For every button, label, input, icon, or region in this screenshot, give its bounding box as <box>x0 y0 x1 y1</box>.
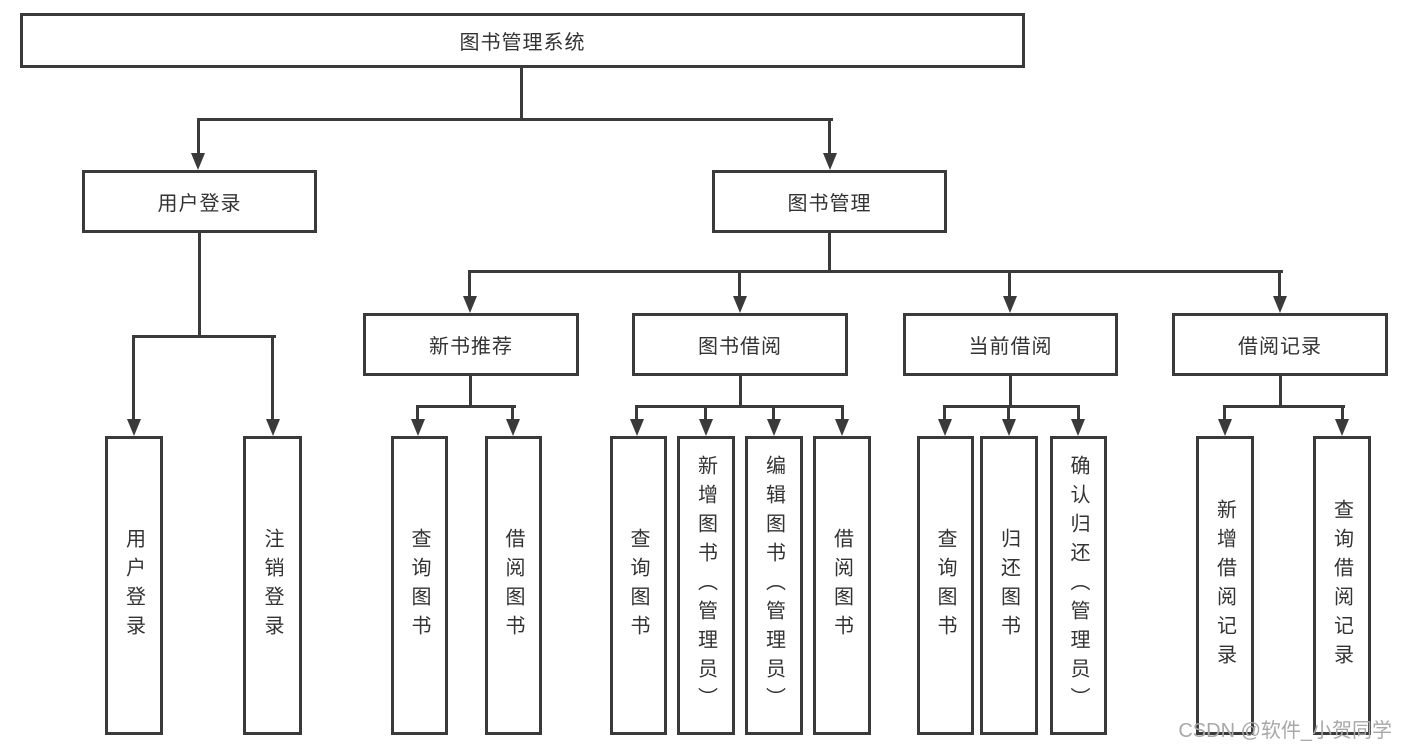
connector-v <box>198 233 201 337</box>
connector-v <box>943 405 946 421</box>
connector-v <box>1007 405 1010 421</box>
arrowhead <box>699 419 713 436</box>
arrowhead <box>823 153 837 170</box>
connector-h <box>943 405 1080 408</box>
connector-v <box>416 405 419 421</box>
leaf-borrow-books-2: 借阅图书 <box>813 436 871 735</box>
connector-h <box>468 270 1283 273</box>
node-root: 图书管理系统 <box>20 13 1025 68</box>
connector-v <box>841 405 844 421</box>
leaf-return-book: 归还图书 <box>980 436 1038 735</box>
connector-v <box>738 270 741 298</box>
connector-v <box>1278 270 1281 298</box>
connector-v <box>1341 405 1344 421</box>
arrowhead <box>411 419 425 436</box>
connector-h <box>416 405 516 408</box>
connector-v <box>1077 405 1080 421</box>
arrowhead <box>1071 419 1085 436</box>
leaf-borrow-books-1: 借阅图书 <box>485 436 542 735</box>
arrowhead <box>506 419 520 436</box>
leaf-confirm-return-admin: 确认归还（管理员） <box>1050 436 1107 735</box>
node-user-login-branch: 用户登录 <box>82 170 317 233</box>
leaf-query-books-3: 查询图书 <box>917 436 974 735</box>
connector-h <box>635 405 844 408</box>
arrowhead <box>1002 419 1016 436</box>
arrowhead <box>1003 296 1017 313</box>
node-book-borrowing: 图书借阅 <box>632 313 848 376</box>
leaf-query-books-1: 查询图书 <box>391 436 448 735</box>
connector-v <box>739 376 742 407</box>
csdn-watermark: CSDN @软件_小贺同学 <box>1178 720 1392 742</box>
connector-v <box>704 405 707 421</box>
node-book-management: 图书管理 <box>712 170 947 233</box>
connector-v <box>1009 376 1012 407</box>
arrowhead <box>191 153 205 170</box>
connector-v <box>271 335 274 421</box>
connector-v <box>520 68 523 120</box>
arrowhead <box>1218 419 1232 436</box>
arrowhead <box>835 419 849 436</box>
connector-v <box>1279 376 1282 407</box>
arrowhead <box>1273 296 1287 313</box>
arrowhead <box>630 419 644 436</box>
connector-h <box>197 118 833 121</box>
node-borrow-records: 借阅记录 <box>1172 313 1388 376</box>
leaf-query-books-2: 查询图书 <box>610 436 667 735</box>
leaf-add-book-admin: 新增图书（管理员） <box>677 436 735 735</box>
leaf-query-borrow-record: 查询借阅记录 <box>1313 436 1371 735</box>
connector-v <box>1223 405 1226 421</box>
arrowhead <box>266 419 280 436</box>
leaf-edit-book-admin: 编辑图书（管理员） <box>745 436 803 735</box>
leaf-add-borrow-record: 新增借阅记录 <box>1196 436 1254 735</box>
connector-v <box>828 118 831 156</box>
arrowhead <box>733 296 747 313</box>
connector-h <box>1223 405 1345 408</box>
connector-v <box>469 376 472 407</box>
connector-v <box>635 405 638 421</box>
arrowhead <box>1335 419 1349 436</box>
connector-v <box>468 270 471 298</box>
connector-v <box>772 405 775 421</box>
arrowhead <box>463 296 477 313</box>
node-current-borrowing: 当前借阅 <box>903 313 1118 376</box>
leaf-logout: 注销登录 <box>243 436 302 735</box>
connector-v <box>828 233 831 272</box>
connector-v <box>511 405 514 421</box>
connector-h <box>132 335 276 338</box>
connector-v <box>132 335 135 421</box>
connector-v <box>1008 270 1011 298</box>
leaf-user-login: 用户登录 <box>105 436 163 735</box>
node-new-book-recommend: 新书推荐 <box>363 313 579 376</box>
connector-v <box>197 118 200 156</box>
arrowhead <box>938 419 952 436</box>
arrowhead <box>127 419 141 436</box>
arrowhead <box>767 419 781 436</box>
